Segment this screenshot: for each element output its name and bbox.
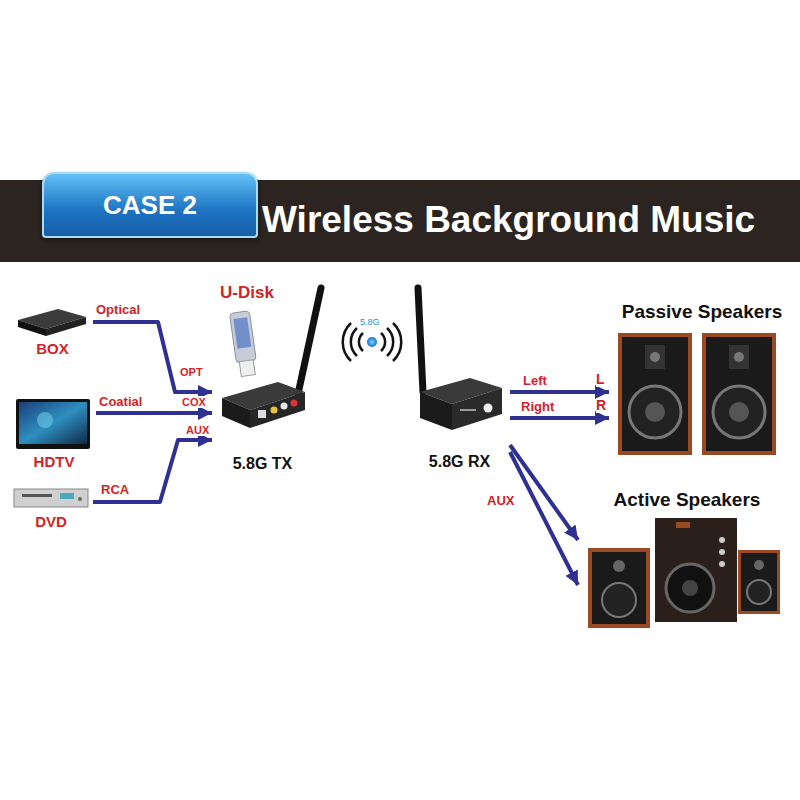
channel-name: L — [596, 372, 605, 387]
connector-label: Right — [520, 400, 555, 414]
speaker-group: Active Speakers — [578, 490, 796, 630]
passive-speaker — [702, 333, 776, 455]
node-label: U-Disk — [215, 284, 279, 303]
port-name: OPT — [180, 366, 203, 378]
port-name: COX — [182, 396, 206, 408]
usb-device: U-Disk — [215, 284, 279, 378]
source-device: DVD — [9, 484, 93, 530]
channel-name: R — [596, 398, 606, 413]
node-label: 5.8G TX — [212, 455, 313, 473]
receiver-device — [418, 288, 502, 430]
source-device: HDTV — [12, 397, 96, 470]
signal-connector — [510, 452, 578, 585]
case-tab: CASE 2 — [42, 172, 258, 238]
node-label: 5.8G RX — [409, 453, 510, 471]
set-top-box — [18, 309, 86, 336]
speaker-group: Passive Speakers — [609, 302, 795, 460]
node-label: DVD — [9, 514, 93, 531]
signal-connector — [510, 445, 578, 540]
connector-label: Coatial — [98, 395, 143, 409]
connector-label: AUX — [486, 494, 515, 508]
wireless-icon — [343, 323, 402, 361]
diagram-title: Wireless Background Music — [262, 201, 755, 238]
connector-label: RCA — [100, 483, 130, 497]
port-name: AUX — [186, 424, 209, 436]
passive-speaker — [618, 333, 692, 455]
usb-drive — [229, 311, 258, 377]
receiver: 5.8G RX — [409, 376, 510, 471]
node-label: Passive Speakers — [609, 302, 795, 323]
connector-label: Left — [522, 374, 548, 388]
tv-icon — [16, 399, 90, 449]
node-label: BOX — [12, 341, 93, 358]
signal-name: 5.8G — [360, 318, 380, 328]
node-label: HDTV — [12, 454, 96, 471]
signal-connector — [93, 322, 212, 392]
signal-connector — [510, 416, 609, 420]
node-label: Active Speakers — [578, 490, 796, 511]
transmitter: 5.8G TX — [212, 378, 313, 473]
signal-connector — [510, 390, 609, 394]
transmitter-device — [222, 288, 321, 428]
source-device: BOX — [12, 305, 93, 357]
active-speakers — [588, 518, 780, 628]
signal-connector — [96, 411, 212, 415]
node-label: CASE 2 — [44, 191, 256, 220]
signal-connector — [93, 440, 212, 502]
connector-label: Optical — [95, 303, 141, 317]
dvd-player — [14, 489, 88, 507]
